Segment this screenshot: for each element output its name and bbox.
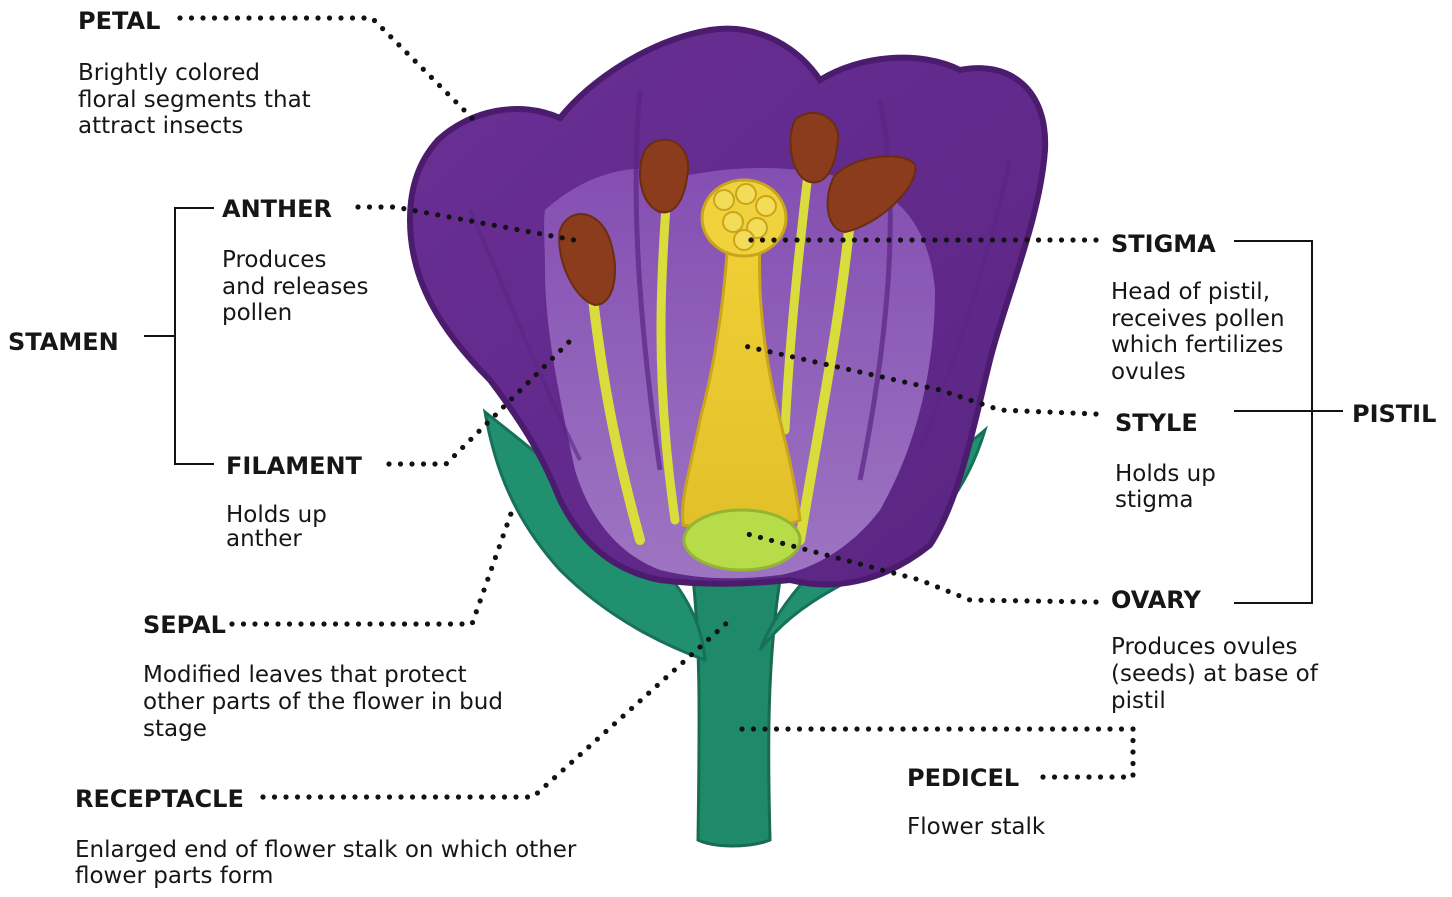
- stamen-bracket: [144, 208, 214, 464]
- anther-desc-line-3: pollen: [222, 300, 292, 326]
- receptacle-title: RECEPTACLE: [75, 786, 244, 812]
- stigma-title: STIGMA: [1111, 231, 1216, 257]
- pistil-title: PISTIL: [1352, 401, 1436, 427]
- stigma-desc-line-3: which fertilizes: [1111, 332, 1283, 358]
- pedicel-desc-line-1: Flower stalk: [907, 814, 1045, 840]
- style-desc-line-2: stigma: [1115, 487, 1194, 513]
- petal-title: PETAL: [78, 8, 160, 34]
- sepal-desc-line-2: other parts of the flower in bud: [143, 689, 503, 715]
- anther-desc-line-1: Produces: [222, 247, 326, 273]
- ovary-title: OVARY: [1111, 587, 1201, 613]
- petal-desc-line-1: Brightly colored: [78, 60, 260, 86]
- style-desc-line-1: Holds up: [1115, 461, 1216, 487]
- pedicel-stem: [692, 568, 782, 846]
- ovary-desc-line-3: pistil: [1111, 688, 1166, 714]
- sepal-desc-line-1: Modified leaves that protect: [143, 662, 467, 688]
- stamen-title: STAMEN: [8, 329, 119, 355]
- filament-desc-line-2: anther: [226, 526, 302, 552]
- petal-desc-line-3: attract insects: [78, 113, 243, 139]
- sepal-title: SEPAL: [143, 612, 226, 638]
- ovary-desc-line-1: Produces ovules: [1111, 634, 1298, 660]
- receptacle-desc-line-1: Enlarged end of flower stalk on which ot…: [75, 837, 576, 863]
- anther-desc-line-2: and releases: [222, 274, 368, 300]
- stigma-desc-line-1: Head of pistil,: [1111, 279, 1270, 305]
- petal-desc-line-2: floral segments that: [78, 87, 311, 113]
- stigma-shape: [702, 180, 786, 256]
- ovary-shape: [684, 510, 800, 570]
- ovary-desc-line-2: (seeds) at base of: [1111, 661, 1318, 687]
- filament-title: FILAMENT: [226, 453, 362, 479]
- receptacle-desc-line-2: flower parts form: [75, 863, 273, 889]
- pedicel-title: PEDICEL: [907, 765, 1019, 791]
- sepal-desc-line-3: stage: [143, 716, 207, 742]
- stigma-desc-line-4: ovules: [1111, 359, 1186, 385]
- flower-illustration: [410, 29, 1045, 846]
- filament-desc-line-1: Holds up: [226, 502, 327, 528]
- anther-title: ANTHER: [222, 196, 332, 222]
- style-title: STYLE: [1115, 410, 1198, 436]
- stigma-desc-line-2: receives pollen: [1111, 306, 1285, 332]
